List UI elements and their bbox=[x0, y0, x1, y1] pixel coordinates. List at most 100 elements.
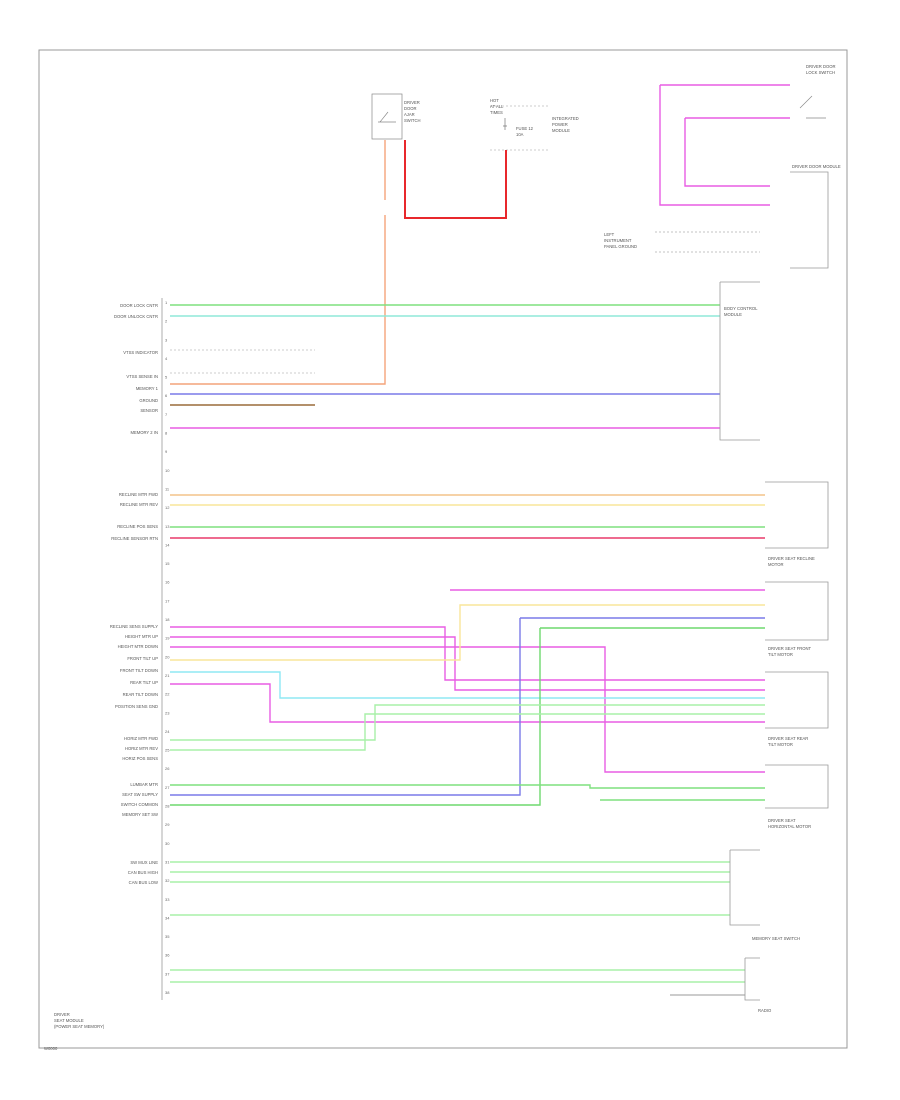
rear-tilt-label-2: TILT MOTOR bbox=[768, 742, 793, 747]
module-pin-number: 7 bbox=[165, 412, 168, 417]
module-pin-number: 4 bbox=[165, 356, 168, 361]
module-signal-label: SENSOR bbox=[140, 408, 158, 413]
module-pin-number: 28 bbox=[165, 804, 170, 809]
module-pin-number: 1 bbox=[165, 300, 168, 305]
fuse-hot-1: HOT bbox=[490, 98, 499, 103]
module-signal-label: VTSS INDICATOR bbox=[123, 350, 158, 355]
door-ajar-switch: DRIVER DOOR AJAR SWITCH bbox=[371, 93, 421, 140]
module-pin-number: 9 bbox=[165, 449, 168, 454]
module-pin-number: 23 bbox=[165, 710, 170, 715]
module-signal-label: DOOR LOCK CNTR bbox=[120, 303, 158, 308]
module-pin-number: 16 bbox=[165, 580, 170, 585]
module-pin-number: 38 bbox=[165, 990, 170, 995]
rear-tilt-label-1: DRIVER SEAT REAR bbox=[768, 736, 808, 741]
module-pin-number: 15 bbox=[165, 561, 170, 566]
door-lock-label-2: LOCK SWITCH bbox=[806, 70, 835, 75]
door-ajar-label-4: SWITCH bbox=[404, 118, 421, 123]
section-body-control: BODY CONTROL MODULE bbox=[170, 281, 760, 441]
door-lock-label-1: DRIVER DOOR bbox=[806, 64, 836, 69]
module-pin-number: 24 bbox=[165, 729, 170, 734]
module-pin-number: 36 bbox=[165, 953, 170, 958]
module-caption-1: DRIVER bbox=[54, 1012, 70, 1017]
ground-note-2: INSTRUMENT bbox=[604, 238, 632, 243]
module-signal-label: HEIGHT MTR UP bbox=[125, 634, 158, 639]
module-signal-label: HORIZ MTR REV bbox=[125, 746, 158, 751]
ground-note-1: LEFT bbox=[604, 232, 615, 237]
memory-switch-label: MEMORY SEAT SWITCH bbox=[752, 936, 800, 941]
module-signal-label: HORIZ MTR FWD bbox=[124, 736, 158, 741]
front-tilt-label-2: TILT MOTOR bbox=[768, 652, 793, 657]
fuse-block: HOT AT ALL TIMES FUSE 12 10A INTEGRATED … bbox=[490, 98, 579, 151]
bcm-label-1: BODY CONTROL bbox=[724, 306, 758, 311]
module-signal-label: FRONT TILT DOWN bbox=[120, 668, 158, 673]
module-signal-label: RECLINE POS SENS bbox=[117, 524, 158, 529]
module-signal-label: SWITCH COMMON bbox=[121, 802, 158, 807]
module-signal-label: VTSS SENSE IN bbox=[126, 374, 158, 379]
module-pin-number: 37 bbox=[165, 971, 170, 976]
module-signal-label: HEIGHT MTR DOWN bbox=[118, 644, 158, 649]
section-can-bus: RADIO bbox=[170, 957, 772, 1013]
module-caption-2: SEAT MODULE bbox=[54, 1018, 84, 1023]
fuse-hot-2: AT ALL bbox=[490, 104, 504, 109]
horizontal-label-1: DRIVER SEAT bbox=[768, 818, 796, 823]
door-lock-switch: DRIVER DOOR LOCK SWITCH bbox=[659, 64, 836, 206]
module-signal-label: POSITION SENS GND bbox=[115, 704, 158, 709]
module-pin-number: 34 bbox=[165, 915, 170, 920]
module-pin-number: 18 bbox=[165, 617, 170, 622]
module-signal-label: REAR TILT DOWN bbox=[123, 692, 158, 697]
module-pin-number: 29 bbox=[165, 822, 170, 827]
fuse-hot-3: TIMES bbox=[490, 110, 503, 115]
recline-label-2: MOTOR bbox=[768, 562, 784, 567]
fuse-amps: 10A bbox=[516, 132, 524, 137]
module-signal-label: HORIZ POS SENS bbox=[122, 756, 158, 761]
module-pin-number: 21 bbox=[165, 673, 170, 678]
wire-orange-ajar bbox=[170, 140, 386, 385]
module-pin-number: 31 bbox=[165, 859, 170, 864]
section-recline: DRIVER SEAT RECLINE MOTOR bbox=[170, 481, 829, 567]
driver-door-module: DRIVER DOOR MODULE LEFT INSTRUMENT PANEL… bbox=[604, 164, 841, 269]
module-pin-number: 35 bbox=[165, 934, 170, 939]
module-signal-label: SEAT SW SUPPLY bbox=[122, 792, 158, 797]
module-pin-number: 22 bbox=[165, 692, 170, 697]
fuse-caption-2: POWER bbox=[552, 122, 568, 127]
module-signal-label: LUMBAR MTR bbox=[130, 782, 158, 787]
module-signal-label: FRONT TILT UP bbox=[127, 656, 158, 661]
module-pin-number: 32 bbox=[165, 878, 170, 883]
fuse-caption-3: MODULE bbox=[552, 128, 570, 133]
door-ajar-label-3: AJAR bbox=[404, 112, 415, 117]
module-signal-label: REAR TILT UP bbox=[130, 680, 158, 685]
module-pin-number: 19 bbox=[165, 636, 170, 641]
module-signal-label: MEMORY SET SW bbox=[122, 812, 158, 817]
module-signal-label: MEMORY 2 IN bbox=[130, 430, 158, 435]
radio-label: RADIO bbox=[758, 1008, 772, 1013]
module-pin-number: 13 bbox=[165, 524, 170, 529]
ground-note-3: PANEL GROUND bbox=[604, 244, 637, 249]
fuse-caption-1: INTEGRATED bbox=[552, 116, 579, 121]
module-pin-number: 2 bbox=[165, 319, 168, 324]
footer-tag: W0000 bbox=[44, 1046, 58, 1051]
module-signal-label: RECLINE SENS SUPPLY bbox=[110, 624, 158, 629]
section-seat-motors: DRIVER SEAT FRONT TILT MOTOR DRIVER SEAT… bbox=[170, 581, 829, 829]
module-pin-number: 33 bbox=[165, 897, 170, 902]
module-signal-label: CAN BUS LOW bbox=[129, 880, 158, 885]
door-ajar-label-2: DOOR bbox=[404, 106, 417, 111]
module-signal-label: RECLINE MTR FWD bbox=[119, 492, 158, 497]
module-pin-number: 5 bbox=[165, 375, 168, 380]
front-tilt-label-1: DRIVER SEAT FRONT bbox=[768, 646, 812, 651]
module-pin-number: 8 bbox=[165, 431, 168, 436]
module-pin-number: 11 bbox=[165, 486, 170, 491]
module-signal-label: RECLINE SENSOR RTN bbox=[111, 536, 158, 541]
module-signal-label: MEMORY 1 bbox=[136, 386, 159, 391]
horizontal-label-2: HORIZONTAL MOTOR bbox=[768, 824, 811, 829]
module-signal-label: CAN BUS HIGH bbox=[128, 870, 158, 875]
module-pin-number: 17 bbox=[165, 598, 170, 603]
module-pin-number: 6 bbox=[165, 393, 168, 398]
module-pin-number: 14 bbox=[165, 542, 170, 547]
section-memory-switch: MEMORY SEAT SWITCH bbox=[170, 849, 800, 941]
module-caption-3: (POWER SEAT MEMORY) bbox=[54, 1024, 105, 1029]
module-signal-label: GROUND bbox=[139, 398, 158, 403]
module-pin-number: 30 bbox=[165, 841, 170, 846]
diagram-frame bbox=[38, 49, 848, 1049]
